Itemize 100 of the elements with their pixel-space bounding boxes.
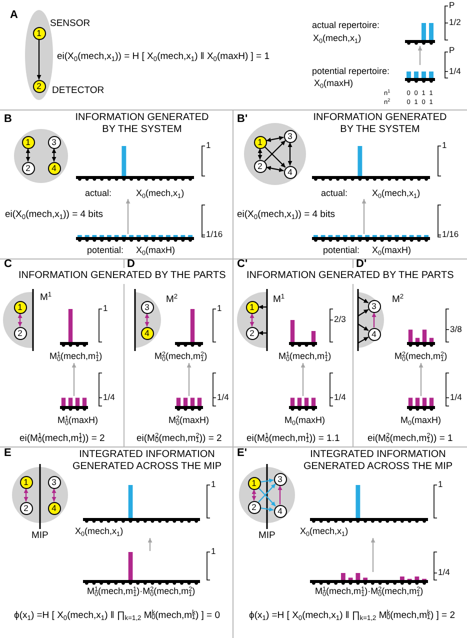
repertoire-label: X$_{0}$(mech,x$_{1}$) [75, 526, 124, 536]
repertoire-label: X$_{0}$(mech,x$_{1}$) [300, 526, 348, 536]
scale-label: 1 [217, 304, 222, 314]
unit-caption: DETECTOR [52, 86, 104, 96]
panel-heading: INTEGRATED INFORMATION GENERATED ACROSS THE MIP [71, 449, 223, 472]
double-arrow [266, 136, 284, 142]
network-disc [14, 129, 68, 183]
repertoire-label: M$^{1}$$_{0}$(mech,m$^{1}$$_{1}$)·M$^{2}$$_{0}$(mech,m$^{2}$$_{1}$) [87, 586, 196, 596]
unit-caption: SENSOR [50, 18, 90, 30]
arrow [362, 199, 366, 234]
arrow [300, 363, 306, 396]
unit-circle: 2 [254, 160, 266, 172]
arrow [358, 296, 369, 304]
scale-label: 1/16 [442, 230, 459, 240]
scale-label: 1 [438, 480, 443, 490]
arrow [264, 146, 286, 168]
double-arrow [52, 148, 56, 162]
arrow [258, 304, 267, 310]
part-label: M$^{1}$ [273, 294, 285, 306]
panel-heading: INFORMATION GENERATED BY THE SYSTEM [312, 112, 448, 135]
double-arrow [18, 314, 22, 326]
repertoire-label: M$^{2}$$_{0}$(maxH) [168, 415, 210, 426]
scale-label: 1/4 [334, 392, 346, 403]
scale-label: 3/8 [450, 324, 462, 334]
formula: ei(M$^{1}$$_{0}$(mech,m$^{1}$$_{1}$)) = 1.1 [246, 434, 340, 444]
scale-label: 2/3 [334, 315, 346, 325]
arrow [126, 199, 130, 234]
repertoire-label: M$_{0}$(maxH) [284, 415, 326, 426]
repertoire-label: actual repertoire: [312, 20, 380, 30]
formula: ei(X$_{0}$(mech,x$_{1}$)) = H [ X$_{0}$(mech,x$_{1}$) ‖ X$_{0}$(maxH) ] = 1 [57, 52, 270, 62]
unit-circle: 1 [20, 476, 32, 488]
scale-label: 1/4 [103, 392, 115, 403]
arrow [418, 46, 422, 65]
double-arrow [52, 488, 56, 502]
unit-circle: 3 [274, 472, 286, 486]
repertoire-label: potential repertoire: [312, 66, 390, 76]
unit-circle: 4 [274, 504, 286, 518]
arrow [418, 363, 424, 396]
panel-letter: B [4, 112, 12, 126]
scale-label: 1/2 [449, 18, 461, 28]
repertoire-label: M$^{2}$$_{0}$(mech,m$^{2}$$_{1}$) [154, 351, 208, 362]
double-arrow [266, 166, 284, 172]
arrow [258, 487, 276, 507]
unit-circle: 4 [284, 166, 296, 178]
panel-letter: A [10, 8, 18, 22]
part-label: M$^{1}$ [40, 292, 52, 304]
unit-circle: 3 [284, 130, 296, 142]
formula: ei(X$_{0}$(mech,x$_{1}$)) = 4 bits [237, 210, 335, 220]
unit-circle: 4 [48, 162, 60, 174]
unit-circle: 1 [22, 136, 34, 148]
arrow [258, 483, 276, 503]
arrow [278, 486, 282, 504]
unit-circle: 3 [48, 476, 60, 488]
repertoire-label: potential: [87, 245, 124, 256]
arrow [260, 507, 274, 512]
repertoire-label: M$_{0}$(maxH) [400, 415, 442, 426]
repertoire-label: actual: [85, 188, 112, 198]
arrow [372, 312, 376, 328]
panel-heading: INFORMATION GENERATED BY THE PARTS [246, 270, 454, 282]
unit-circle: 1 [32, 26, 46, 40]
panel-letter: E [4, 446, 12, 460]
part-label: M$^{2}$ [166, 294, 178, 306]
scale-label: 1 [211, 480, 216, 490]
arrow [260, 478, 274, 483]
scale-label: 1 [103, 304, 108, 314]
scale-label: 1 [206, 141, 211, 151]
arrow [358, 324, 369, 332]
arrow [258, 330, 267, 336]
arrow [72, 363, 76, 396]
arrow [36, 40, 42, 80]
formula: ϕ(x$_{1}$) =H [ X$_{0}$(mech,x$_{1}$) ‖ ∏$_{k=1,2}$ M$^{k}$$_{0}$(mech,m$^{k}$$_{1}$) ] = 2 [249, 610, 455, 622]
scale-label: 1 [211, 547, 216, 557]
repertoire-label: M$^{1}$$_{0}$(mech,m$^{1}$$_{1}$)·M$^{2}$$_{0}$(mech,m$^{2}$$_{1}$) [315, 586, 424, 596]
repertoire-label: M$^{1}$$_{0}$(mech,m$^{1}$$_{1}$) [50, 351, 102, 362]
scale-label: P [449, 46, 455, 56]
panel-letter: B' [237, 112, 248, 126]
double-arrow [24, 488, 28, 502]
scale-label: P [449, 1, 455, 11]
scale-label: 1/4 [438, 568, 450, 578]
partition-label: MIP [258, 530, 276, 542]
panel-letter: D' [356, 258, 367, 270]
formula: ei(X$_{0}$(mech,x$_{1}$)) = 4 bits [5, 210, 103, 220]
repertoire-label: X$_{0}$(maxH) [314, 78, 354, 88]
panel-heading: INFORMATION GENERATED BY THE PARTS [18, 270, 226, 282]
unit-circle: 1 [254, 136, 266, 148]
repertoire-label: M$^{2}$$_{0}$(mech,m$^{2}$$_{1}$) [394, 351, 448, 362]
repertoire-label: X$_{0}$(maxH) [372, 245, 412, 256]
panel-heading: INTEGRATED INFORMATION GENERATED ACROSS THE MIP [302, 449, 454, 472]
arrow [370, 538, 376, 572]
scale-label: 1/4 [217, 392, 229, 403]
repertoire-label: X$_{0}$(mech,x$_{1}$) [136, 188, 184, 198]
double-arrow [252, 490, 256, 500]
scale-label: 1/4 [449, 66, 461, 76]
double-arrow [250, 314, 254, 326]
repertoire-label: M$^{1}$$_{0}$(maxH) [58, 415, 98, 426]
scale-label: 1/4 [450, 392, 462, 403]
scale-label: 1 [442, 141, 447, 151]
formula: ϕ(x$_{1}$) =H [ X$_{0}$(mech,x$_{1}$) ‖ ∏$_{k=1,2}$ M$^{k}$$_{0}$(mech,m$^{k}$$_{1}$) ] = 0 [14, 610, 220, 622]
arrow [358, 308, 369, 316]
unit-circle: 4 [48, 502, 60, 514]
